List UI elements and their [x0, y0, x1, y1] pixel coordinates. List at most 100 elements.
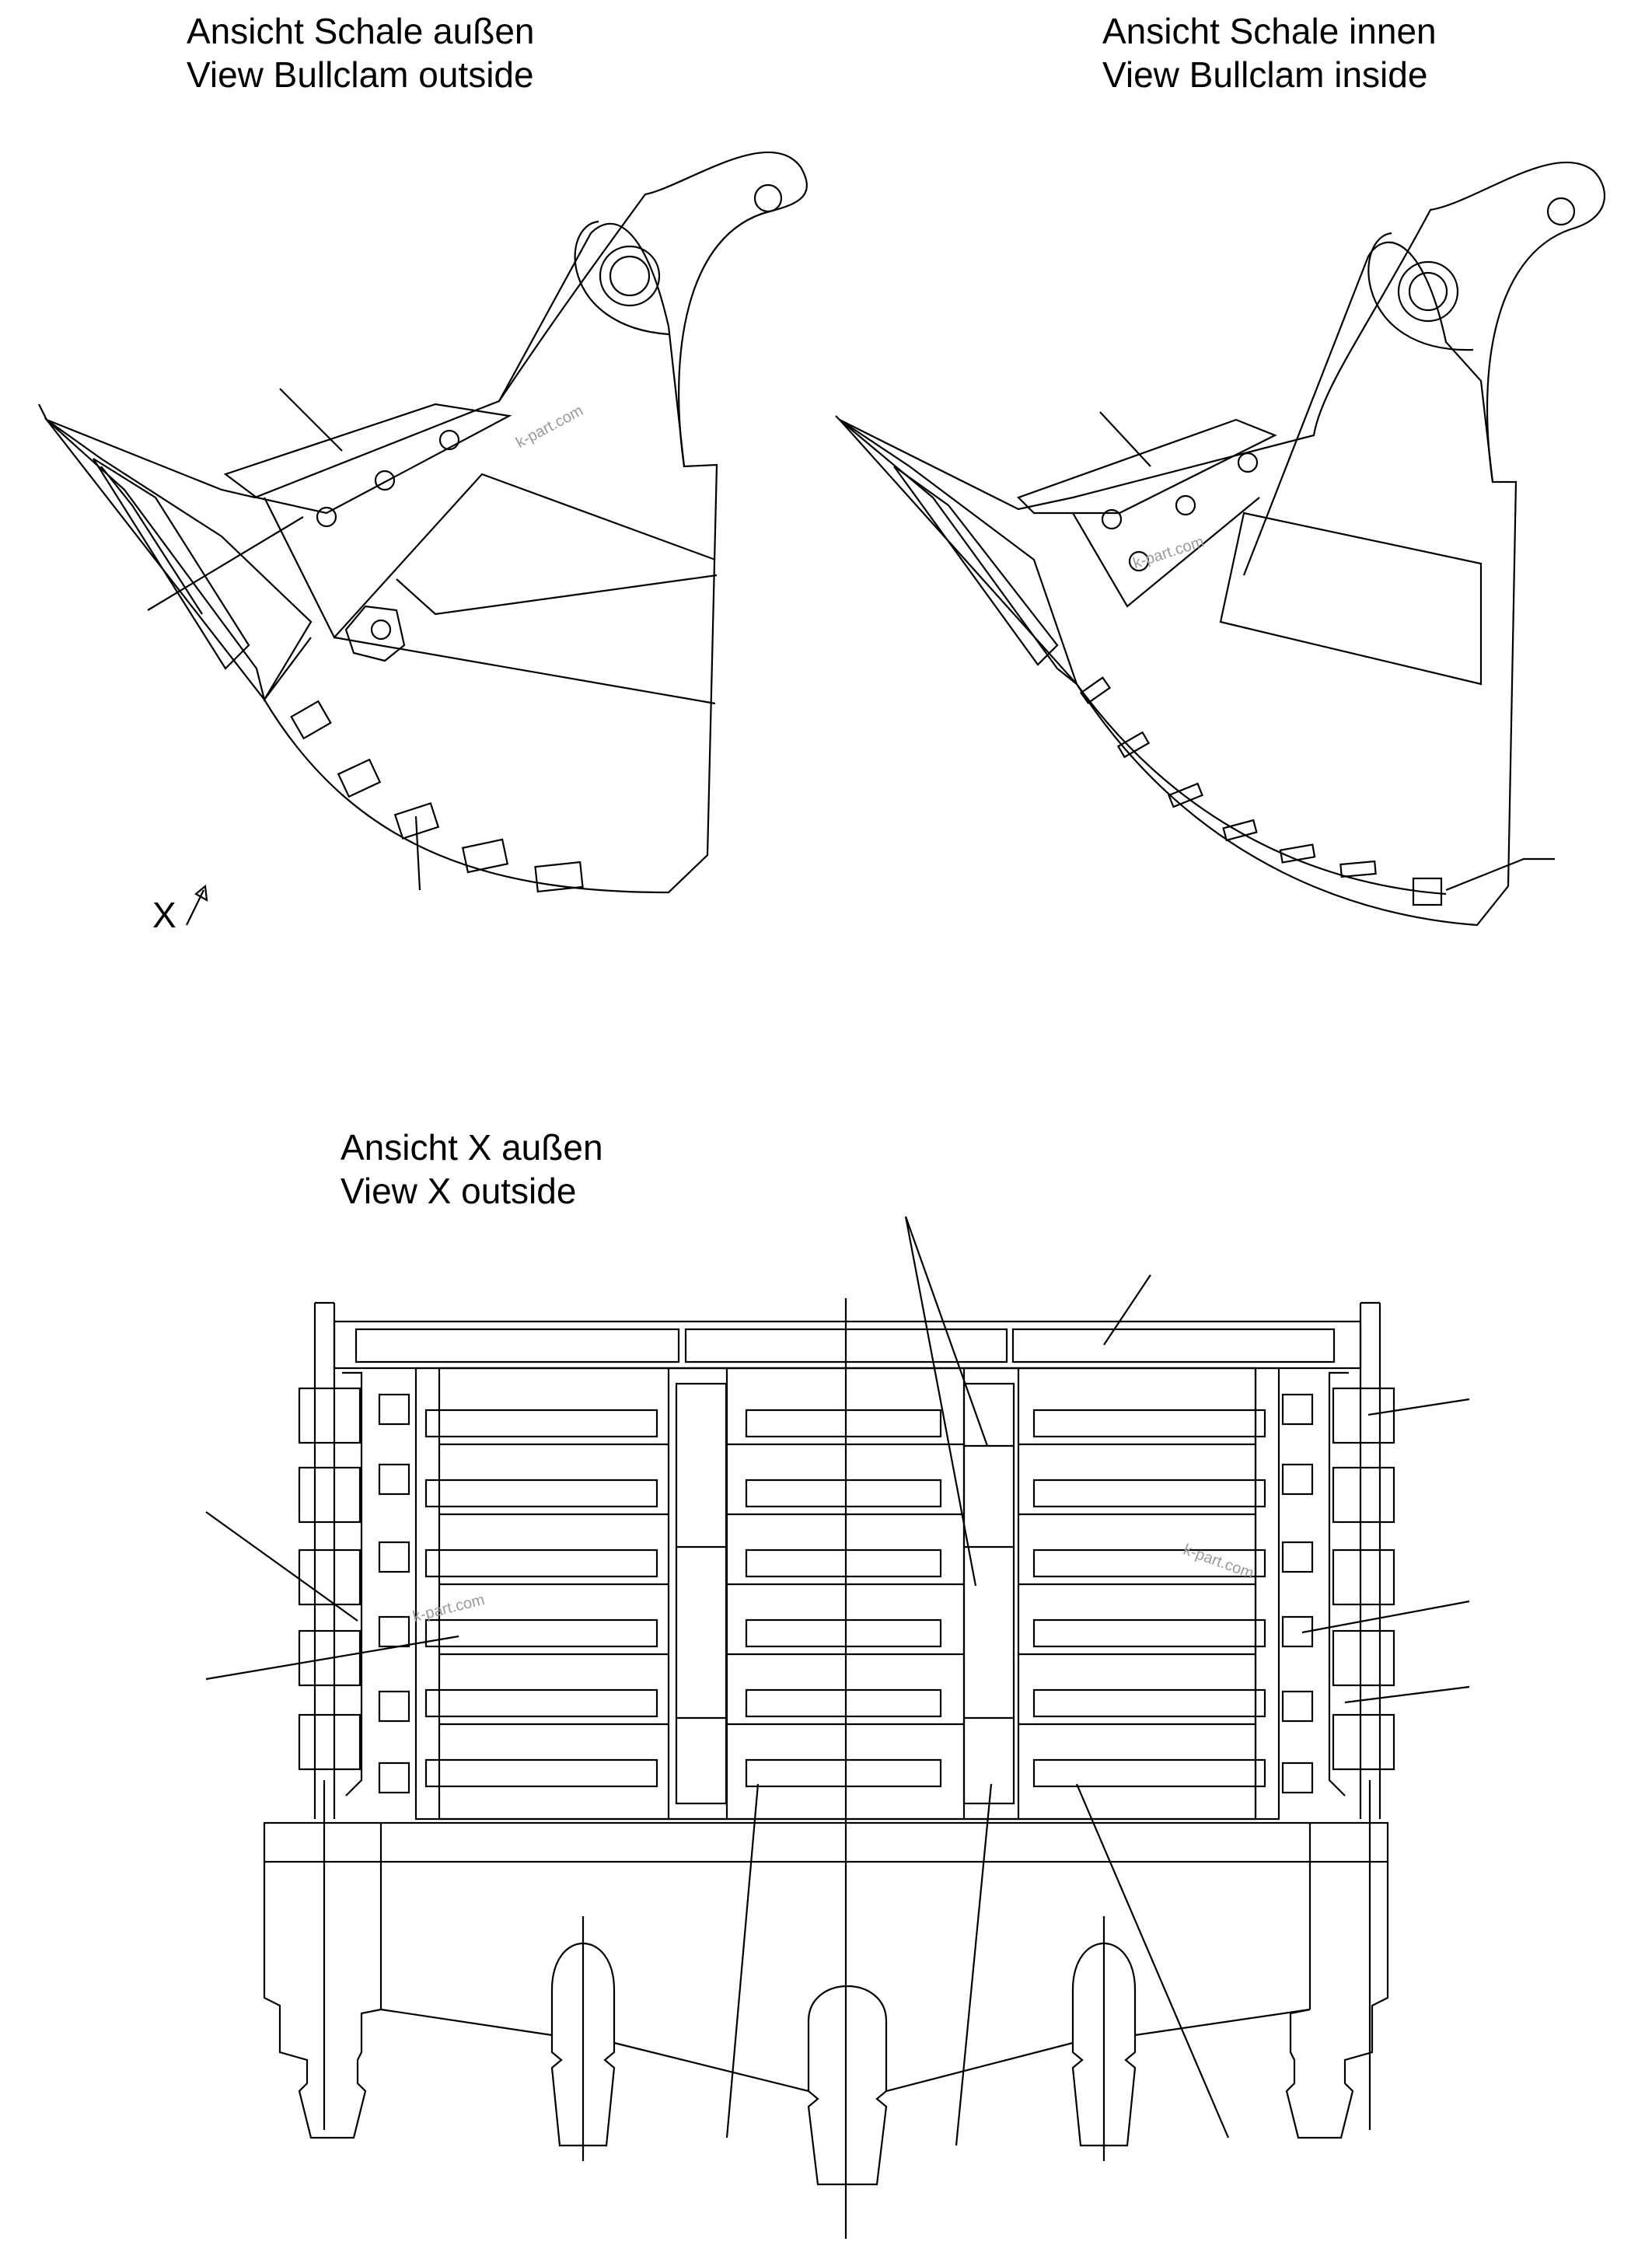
wear-button-small [1281, 1393, 1314, 1426]
wear-button-small [378, 1541, 410, 1573]
edge-block [298, 1713, 361, 1771]
pivot-ring-outer [1367, 232, 1474, 351]
side-wall-panel [396, 574, 718, 616]
title-view-x-outside: Ansicht X außen View X outside [341, 1126, 603, 1213]
lifting-lug-hole [370, 619, 392, 641]
tooth-adapter [893, 466, 1059, 666]
title-view-bullclam-outside: Ansicht Schale außen View Bullclam outsi… [187, 9, 535, 96]
base-body-outline [263, 1862, 382, 2139]
liner-bar [424, 1409, 658, 1438]
title-english: View X outside [341, 1171, 577, 1211]
view-x-marker-label: X [152, 895, 176, 935]
title-german: Ansicht X außen [341, 1127, 603, 1168]
wear-button-small [378, 1463, 410, 1496]
cylinder-eye [753, 183, 783, 213]
bucket-outline [44, 151, 808, 894]
liner-bar [745, 1618, 942, 1648]
liner-bar [745, 1548, 942, 1578]
wear-button-small [1281, 1690, 1314, 1723]
liner-bar [424, 1618, 658, 1648]
bucket-inner-line [264, 637, 312, 700]
wear-button [393, 801, 440, 840]
liner-bar [1032, 1548, 1266, 1578]
bolt-hole [1101, 508, 1123, 530]
tooth [807, 1985, 888, 2186]
base-body-outline [1285, 1862, 1389, 2139]
wear-button [534, 861, 584, 893]
centre-bar [675, 1382, 728, 1805]
wear-strip-line [1076, 683, 1447, 896]
callout-leader [38, 388, 421, 891]
liner-bar [1032, 1409, 1266, 1438]
wear-button-small [378, 1761, 410, 1794]
edge-block [298, 1387, 361, 1444]
side-plate-outline [1072, 497, 1260, 608]
bullclam-inside-drawing [835, 161, 1606, 927]
title-german: Ansicht Schale innen [1102, 11, 1437, 51]
edge-block [1332, 1387, 1395, 1444]
edge-block [1332, 1548, 1395, 1606]
liner-bar [424, 1758, 658, 1788]
edge-block [1332, 1713, 1395, 1771]
base-lip [380, 2008, 1311, 2093]
side-plate-outline [264, 473, 716, 639]
edge-block [1332, 1629, 1395, 1687]
liner-bar [1032, 1758, 1266, 1788]
title-english: View Bullclam inside [1102, 54, 1428, 95]
title-view-bullclam-inside: Ansicht Schale innen View Bullclam insid… [1102, 9, 1437, 96]
base-beam [263, 1821, 1389, 1863]
view-x-outside-drawing [205, 1216, 1470, 2239]
tooth-tip [100, 466, 203, 615]
title-german: Ansicht Schale außen [187, 11, 535, 51]
bolt-hole [1175, 494, 1196, 516]
wear-button [1168, 782, 1203, 808]
liner-bar [745, 1688, 942, 1718]
bolt-hole [316, 506, 337, 528]
side-plate-edge [334, 636, 716, 705]
edge-block [1332, 1466, 1395, 1524]
wear-button-small [1281, 1615, 1314, 1648]
wear-button [1279, 843, 1316, 864]
liner-bar [745, 1409, 942, 1438]
side-bracket [1328, 1371, 1349, 1796]
side-cutter-plate [1016, 418, 1277, 515]
bullclam-outside-drawing [38, 151, 808, 926]
wear-button [290, 700, 332, 740]
pivot-bore-outer [599, 245, 661, 307]
pivot-ring-outer [574, 220, 669, 336]
callout-leader [205, 1216, 1470, 2146]
pivot-bore-inner [1408, 271, 1448, 312]
liner-bar [1032, 1479, 1266, 1508]
top-wear-plate [1011, 1328, 1336, 1363]
liner-bar [745, 1479, 942, 1508]
wear-button-small [378, 1393, 410, 1426]
liner-bar [1032, 1618, 1266, 1648]
top-wear-plate [354, 1328, 680, 1363]
liner-bar [424, 1548, 658, 1578]
wear-button [337, 758, 382, 798]
edge-block [298, 1548, 361, 1606]
title-english: View Bullclam outside [187, 54, 534, 95]
view-x-arrow [186, 889, 204, 926]
pivot-bore-inner [609, 255, 651, 297]
view-x-arrowhead [194, 884, 208, 903]
bolt-hole [1128, 550, 1150, 572]
liner-bar [424, 1479, 658, 1508]
callout-leader [835, 411, 1555, 892]
wear-button-small [1281, 1541, 1314, 1573]
wear-button [1222, 819, 1258, 842]
wear-button-small [1281, 1463, 1314, 1496]
cutting-edge-outline [46, 419, 313, 702]
wear-button [1412, 877, 1443, 906]
side-cutter-plate [223, 403, 512, 515]
edge-block [298, 1629, 361, 1687]
wear-button [1116, 731, 1151, 759]
wear-button [461, 838, 509, 874]
liner-bar [745, 1758, 942, 1788]
inner-panel [1219, 512, 1483, 686]
bolt-hole [438, 429, 460, 451]
wear-button-small [378, 1690, 410, 1723]
bolt-hole [1237, 452, 1259, 473]
wear-button [1339, 860, 1377, 878]
